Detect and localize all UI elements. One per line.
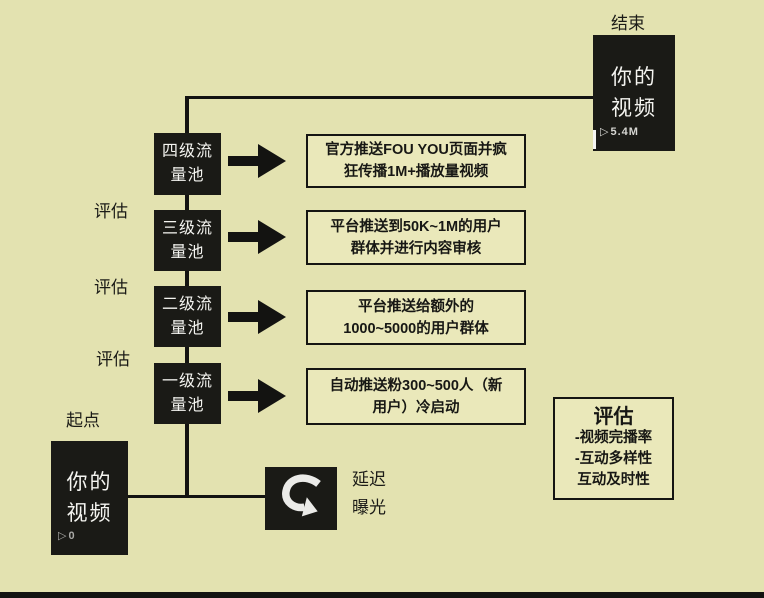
pool-level1-node: 一级流 量池 [154, 363, 221, 424]
desc-level2-box: 平台推送给额外的 1000~5000的用户群体 [306, 290, 526, 345]
evaluation-criteria-box: 评估 -视频完播率 -互动多样性 互动及时性 [553, 397, 674, 500]
connector-pool3-pool2 [185, 270, 189, 287]
delay-exposure-node [265, 467, 337, 530]
arrow-right-icon-3 [228, 291, 287, 343]
desc-level1-line2: 用户）冷启动 [372, 399, 460, 416]
pool-level4-line1: 四级流 [161, 143, 213, 160]
connector-bottom-horizontal [128, 495, 265, 498]
pool-level3-line2: 量池 [170, 243, 205, 261]
end-play-count: 5.4M [610, 126, 639, 138]
label-delay-exposure: 延迟 曝光 [352, 466, 386, 522]
connector-top-horizontal [185, 96, 596, 99]
connector-pool1-bottom [185, 423, 189, 498]
label-delay-line1: 延迟 [352, 470, 386, 489]
pool-level4-line2: 量池 [170, 167, 205, 184]
label-evaluate-2: 评估 [94, 278, 128, 297]
pool-level3-line1: 三级流 [161, 219, 213, 237]
pool-level1-line1: 一级流 [161, 372, 213, 390]
evaluation-item-3: 互动及时性 [577, 472, 650, 488]
start-play-count: 0 [68, 530, 76, 542]
desc-level4-line1: 官方推送FOU YOU页面并疯 [325, 142, 507, 158]
desc-level4-line2: 狂传播1M+播放量视频 [343, 164, 489, 180]
evaluation-item-2: -互动多样性 [574, 451, 653, 467]
start-video-play-badge: ▷0 [58, 521, 76, 552]
pool-level2-node: 二级流 量池 [154, 286, 221, 347]
start-video-node: 你的 视频 ▷0 [51, 441, 128, 555]
connector-top-vertical [185, 96, 189, 136]
desc-level1-line1: 自动推送粉300~500人（新 [329, 377, 503, 394]
end-video-text-line1: 你的 [611, 66, 657, 89]
arrow-right-icon-2 [228, 211, 287, 263]
desc-level2-line1: 平台推送给额外的 [358, 298, 474, 315]
start-video-text-line1: 你的 [66, 471, 113, 494]
pool-level3-node: 三级流 量池 [154, 210, 221, 271]
bottom-letterbox-bar [0, 592, 764, 598]
desc-level3-box: 平台推送到50K~1M的用户 群体并进行内容审核 [306, 210, 526, 265]
label-end: 结束 [611, 14, 645, 33]
desc-level2-line2: 1000~5000的用户群体 [343, 320, 489, 337]
connector-pool2-pool1 [185, 346, 189, 364]
curved-arrow-icon [271, 469, 331, 528]
connector-pool4-pool3 [185, 194, 189, 211]
desc-level3-line1: 平台推送到50K~1M的用户 [330, 218, 502, 235]
label-evaluate-1: 评估 [94, 202, 128, 221]
evaluation-title: 评估 [593, 406, 634, 428]
pool-level2-line1: 二级流 [161, 295, 213, 313]
label-evaluate-3: 评估 [96, 350, 130, 369]
progress-tick [593, 130, 596, 149]
pool-level2-line2: 量池 [170, 319, 205, 337]
end-video-text-line2: 视频 [611, 97, 657, 120]
start-video-text-line2: 视频 [66, 502, 113, 525]
label-delay-line2: 曝光 [352, 498, 386, 517]
pool-level4-node: 四级流 量池 [154, 133, 221, 195]
end-video-play-badge: ▷5.4M [600, 117, 639, 148]
desc-level3-line2: 群体并进行内容审核 [350, 240, 482, 257]
evaluation-item-1: -视频完播率 [574, 430, 653, 446]
desc-level1-box: 自动推送粉300~500人（新 用户）冷启动 [306, 368, 526, 425]
play-icon: ▷ [600, 126, 610, 138]
end-video-node: 你的 视频 ▷5.4M [593, 35, 675, 151]
desc-level4-box: 官方推送FOU YOU页面并疯 狂传播1M+播放量视频 [306, 134, 526, 188]
pool-level1-line2: 量池 [170, 396, 205, 414]
arrow-right-icon-4 [228, 370, 287, 422]
label-start: 起点 [66, 411, 100, 430]
arrow-right-icon-1 [228, 135, 287, 187]
play-icon: ▷ [58, 530, 68, 542]
